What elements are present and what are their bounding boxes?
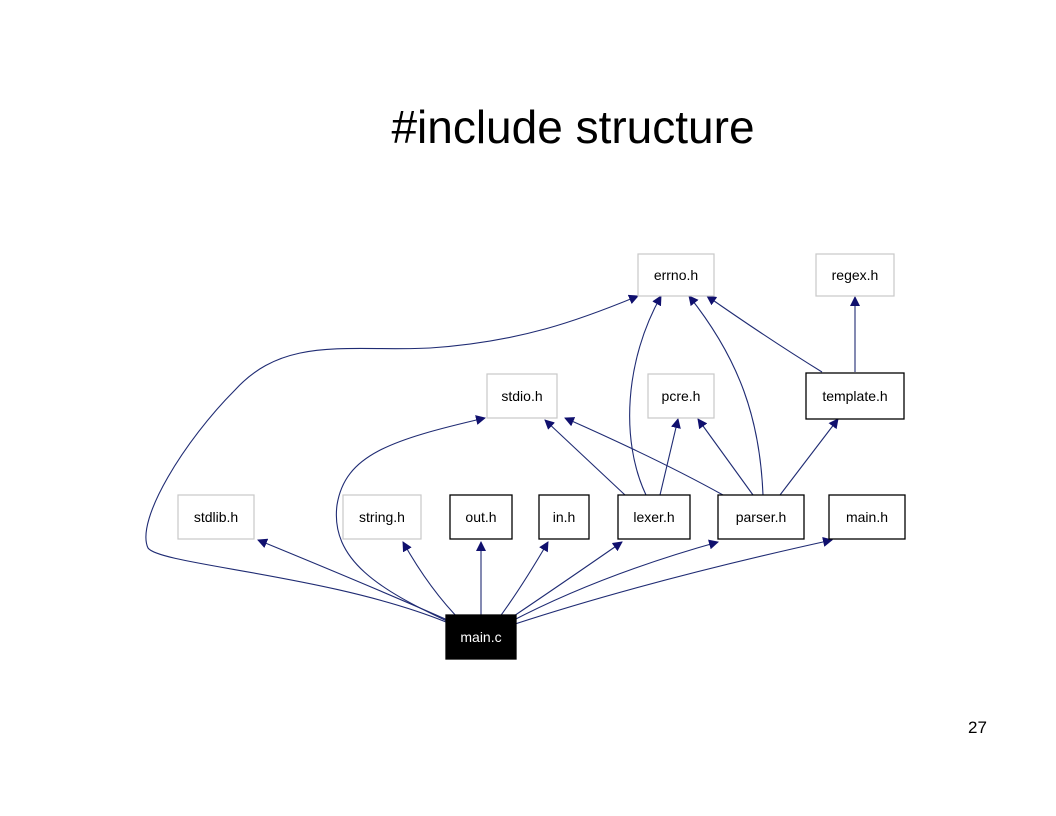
node-label: string.h: [359, 509, 405, 525]
node-label: in.h: [553, 509, 576, 525]
node-label: stdio.h: [501, 388, 542, 404]
edge-main-c-to-stdlib-h: [257, 538, 453, 623]
edge-main-c-to-lexer-h: [504, 541, 623, 623]
node-label: out.h: [465, 509, 496, 525]
node-in-h[interactable]: in.h: [538, 494, 590, 540]
node-label: pcre.h: [662, 388, 701, 404]
edge-parser-h-to-pcre-h: [697, 418, 754, 496]
edge-template-h-to-errno-h: [706, 295, 823, 373]
edge-main-c-to-parser-h: [509, 539, 719, 623]
edge-parser-h-to-template-h: [779, 418, 839, 496]
node-stdio-h[interactable]: stdio.h: [486, 373, 558, 419]
node-label: main.c: [460, 629, 501, 645]
edge-main-c-to-errno-h: [145, 294, 639, 623]
edge-parser-h-to-errno-h: [688, 295, 764, 496]
edges: [145, 294, 860, 625]
nodes: errno.h regex.h stdio.h pcre.h template.…: [177, 253, 906, 660]
node-label: regex.h: [832, 267, 879, 283]
edge-lexer-h-to-stdio-h: [544, 419, 626, 496]
node-label: stdlib.h: [194, 509, 238, 525]
edge-main-c-to-stdio-h: [335, 415, 486, 623]
node-label: parser.h: [736, 509, 787, 525]
node-label: errno.h: [654, 267, 698, 283]
edge-lexer-h-to-errno-h: [629, 295, 662, 496]
edge-lexer-h-to-pcre-h: [659, 418, 681, 496]
slide-title: #include structure: [391, 101, 755, 153]
node-parser-h[interactable]: parser.h: [717, 494, 805, 540]
node-main-c[interactable]: main.c: [445, 614, 517, 660]
edge-main-c-to-main-h: [514, 537, 833, 625]
node-label: template.h: [822, 388, 887, 404]
node-pcre-h[interactable]: pcre.h: [647, 373, 715, 419]
node-lexer-h[interactable]: lexer.h: [617, 494, 691, 540]
node-string-h[interactable]: string.h: [342, 494, 422, 540]
node-errno-h[interactable]: errno.h: [637, 253, 715, 297]
edge-parser-h-to-stdio-h: [564, 417, 724, 496]
node-stdlib-h[interactable]: stdlib.h: [177, 494, 255, 540]
node-main-h[interactable]: main.h: [828, 494, 906, 540]
node-label: main.h: [846, 509, 888, 525]
node-out-h[interactable]: out.h: [449, 494, 513, 540]
node-template-h[interactable]: template.h: [805, 372, 905, 420]
page-number: 27: [968, 718, 987, 737]
node-label: lexer.h: [633, 509, 674, 525]
node-regex-h[interactable]: regex.h: [815, 253, 895, 297]
